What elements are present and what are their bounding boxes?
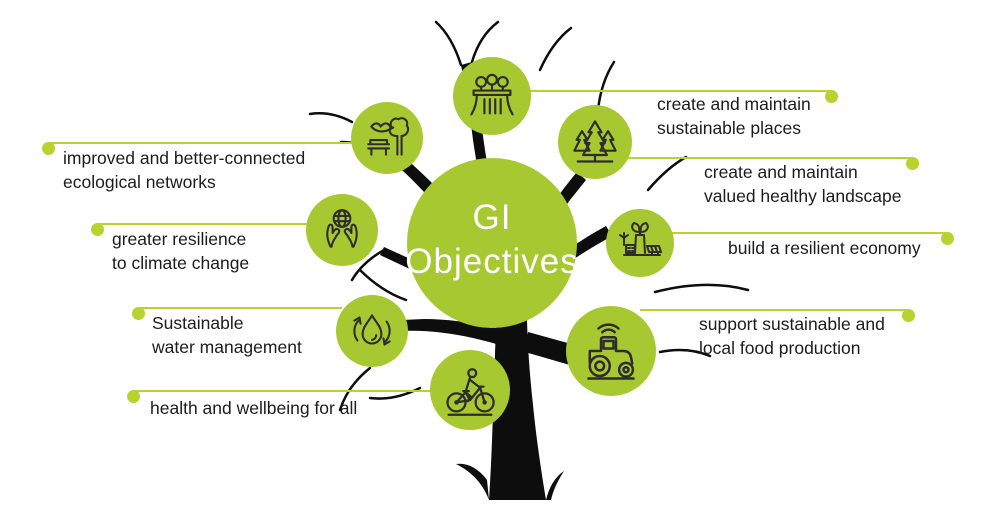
objective-label-climate-resilience: greater resilience to climate change bbox=[112, 227, 249, 275]
connector-line-sustainable-places bbox=[527, 90, 831, 92]
node-water-management bbox=[336, 295, 408, 367]
label-line: greater resilience bbox=[112, 229, 247, 249]
label-line: valued healthy landscape bbox=[704, 186, 902, 206]
connector-line-ecological-networks bbox=[48, 142, 362, 144]
label-line: create and maintain bbox=[657, 94, 811, 114]
connector-dot-health-wellbeing bbox=[127, 390, 140, 403]
label-line: health and wellbeing for all bbox=[150, 398, 358, 418]
label-line: sustainable places bbox=[657, 118, 801, 138]
label-line: local food production bbox=[699, 338, 861, 358]
water-cycle-icon bbox=[353, 314, 391, 346]
objective-label-ecological-networks: improved and better-connected ecological… bbox=[63, 146, 305, 194]
bird-bench-tree-icon bbox=[367, 117, 410, 156]
node-ecological-networks bbox=[351, 102, 423, 174]
connector-line-food-production bbox=[640, 309, 908, 311]
objective-label-resilient-economy: build a resilient economy bbox=[728, 236, 921, 260]
label-line: build a resilient economy bbox=[728, 238, 921, 258]
center-title-line1: GI bbox=[472, 198, 512, 238]
hands-globe-icon bbox=[326, 209, 358, 248]
objective-label-health-wellbeing: health and wellbeing for all bbox=[150, 396, 357, 420]
smart-tractor-icon bbox=[587, 323, 635, 380]
bicycle-icon bbox=[446, 368, 495, 416]
node-sustainable-places bbox=[453, 57, 531, 135]
node-food-production bbox=[566, 306, 656, 396]
center-title-line2: Objectives bbox=[405, 242, 579, 281]
objective-label-food-production: support sustainable and local food produ… bbox=[699, 312, 885, 360]
label-line: improved and better-connected bbox=[63, 148, 306, 168]
label-line: create and maintain bbox=[704, 162, 858, 182]
connector-dot-sustainable-places bbox=[825, 90, 838, 103]
green-economy-icon bbox=[619, 222, 662, 256]
pine-trees-icon bbox=[573, 120, 617, 163]
connector-dot-climate-resilience bbox=[91, 223, 104, 236]
node-climate-resilience bbox=[306, 194, 378, 266]
center-objectives-circle: GI Objectives bbox=[405, 158, 579, 328]
label-line: Sustainable bbox=[152, 313, 244, 333]
objective-label-healthy-landscape: create and maintain valued healthy lands… bbox=[704, 160, 902, 208]
park-trees-icon bbox=[470, 73, 514, 116]
connector-dot-water-management bbox=[132, 307, 145, 320]
connector-line-health-wellbeing bbox=[133, 390, 440, 392]
objective-label-sustainable-places: create and maintain sustainable places bbox=[657, 92, 811, 140]
connector-line-healthy-landscape bbox=[628, 157, 912, 159]
connector-dot-healthy-landscape bbox=[906, 157, 919, 170]
label-line: water management bbox=[152, 337, 302, 357]
connector-line-resilient-economy bbox=[672, 232, 947, 234]
connector-line-climate-resilience bbox=[97, 223, 312, 225]
label-line: to climate change bbox=[112, 253, 250, 273]
connector-dot-resilient-economy bbox=[941, 232, 954, 245]
connector-dot-ecological-networks bbox=[42, 142, 55, 155]
node-healthy-landscape bbox=[558, 105, 632, 179]
connector-line-water-management bbox=[138, 307, 342, 309]
connector-dot-food-production bbox=[902, 309, 915, 322]
label-line: support sustainable and bbox=[699, 314, 885, 334]
node-health-wellbeing bbox=[430, 350, 510, 430]
objective-label-water-management: Sustainable water management bbox=[152, 311, 302, 359]
node-resilient-economy bbox=[606, 209, 674, 277]
label-line: ecological networks bbox=[63, 172, 216, 192]
